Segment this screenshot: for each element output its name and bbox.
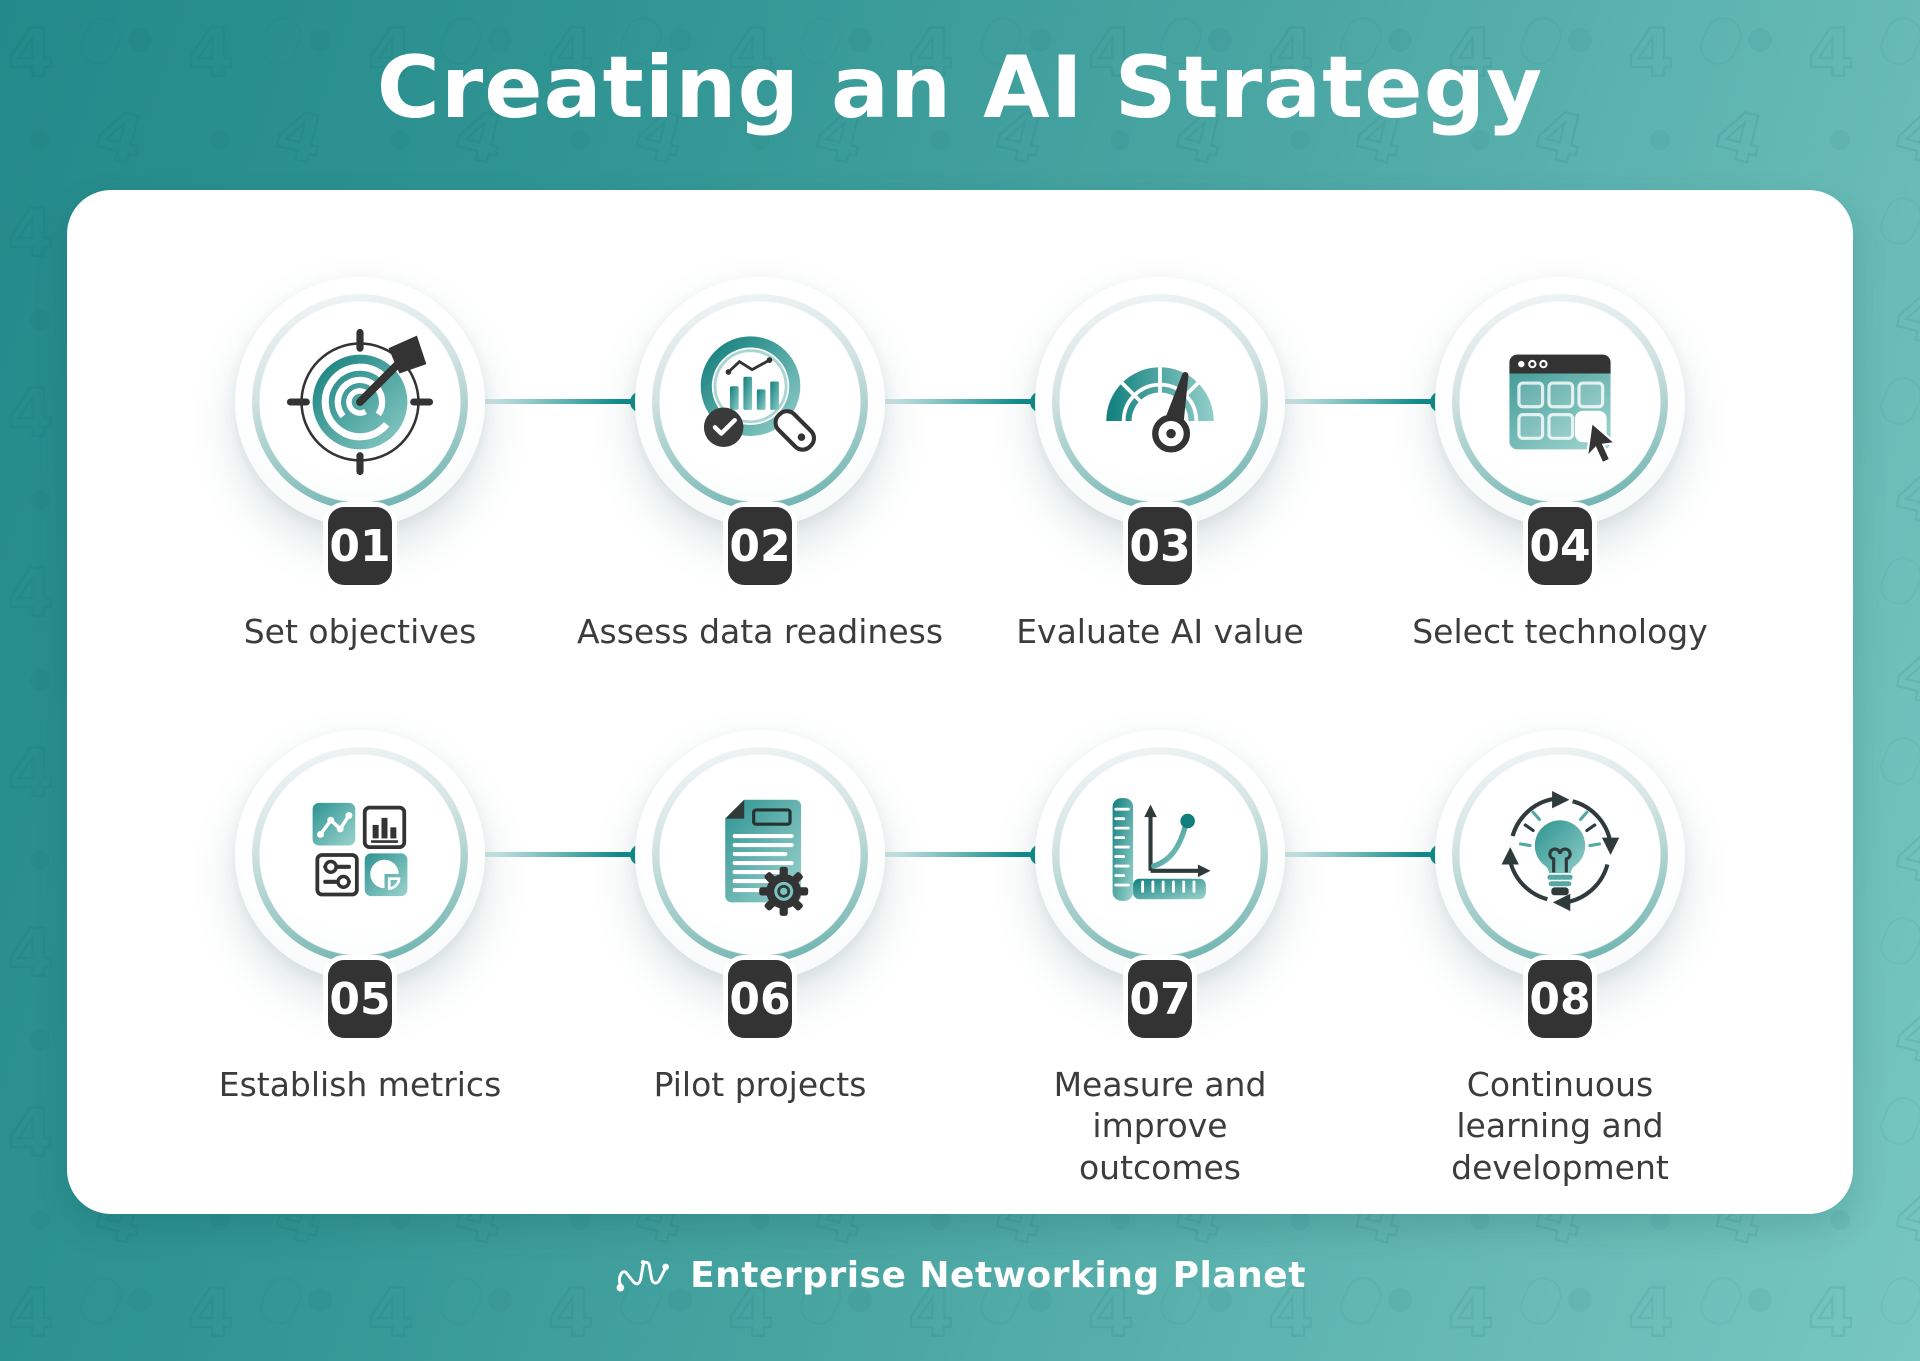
- step-3-bubble: [1035, 277, 1285, 527]
- step-4-number-badge: 04: [1528, 507, 1592, 585]
- content-card: 01 Set objectives: [67, 190, 1853, 1214]
- step-8-bubble: [1435, 730, 1685, 980]
- step-8-number-badge: 08: [1528, 960, 1592, 1038]
- metrics-tiles-icon: [312, 802, 408, 897]
- step-2-label: Assess data readiness: [576, 612, 944, 651]
- step-2-number-badge: 02: [728, 507, 792, 585]
- step-7: 07 Measure and improve outcomes: [960, 730, 1360, 1188]
- step-7-number-badge: 07: [1128, 960, 1192, 1038]
- footer: Enterprise Networking Planet: [0, 1252, 1920, 1298]
- step-6-label: Pilot projects: [653, 1065, 867, 1104]
- app-window-cursor-icon: [1509, 354, 1618, 465]
- step-1-bubble: [235, 277, 485, 527]
- step-3-label: Evaluate AI value: [1016, 612, 1304, 651]
- ruler-growth-chart-icon: [1112, 798, 1211, 901]
- lightbulb-cycle-icon: [1501, 791, 1620, 912]
- step-8: 08 Continuous learning and development: [1360, 730, 1760, 1188]
- step-7-label: Measure and improve outcomes: [1053, 1065, 1267, 1187]
- step-5-label: Establish metrics: [218, 1065, 502, 1104]
- document-gear-icon: [725, 799, 809, 916]
- step-5-number-badge: 05: [328, 960, 392, 1038]
- step-7-bubble: [1035, 730, 1285, 980]
- step-4-label: Select technology: [1412, 612, 1708, 651]
- step-6-number-badge: 06: [728, 960, 792, 1038]
- network-nodes-logo: [616, 1260, 669, 1292]
- step-3-number-badge: 03: [1128, 507, 1192, 585]
- footer-brand-text: Enterprise Networking Planet: [690, 1254, 1306, 1296]
- step-6-bubble: [635, 730, 885, 980]
- step-8-label: Continuous learning and development: [1451, 1065, 1669, 1187]
- step-3: 03 Evaluate AI value: [960, 277, 1360, 652]
- step-2-bubble: [635, 277, 885, 527]
- step-1: 01 Set objectives: [160, 277, 560, 652]
- magnifier-chart-icon: [700, 336, 817, 452]
- step-1-label: Set objectives: [243, 612, 477, 651]
- step-1-number-badge: 01: [328, 507, 392, 585]
- step-4-bubble: [1435, 277, 1685, 527]
- gauge-icon: [1106, 365, 1214, 453]
- step-6: 06 Pilot projects: [560, 730, 960, 1105]
- step-5-bubble: [235, 730, 485, 980]
- target-arrow-icon: [286, 328, 434, 476]
- page-title: Creating an AI Strategy: [376, 38, 1544, 138]
- step-2: 02 Assess data readiness: [560, 277, 960, 652]
- step-5: 05 Establish metrics: [160, 730, 560, 1105]
- step-4: 04 Select technology: [1360, 277, 1760, 652]
